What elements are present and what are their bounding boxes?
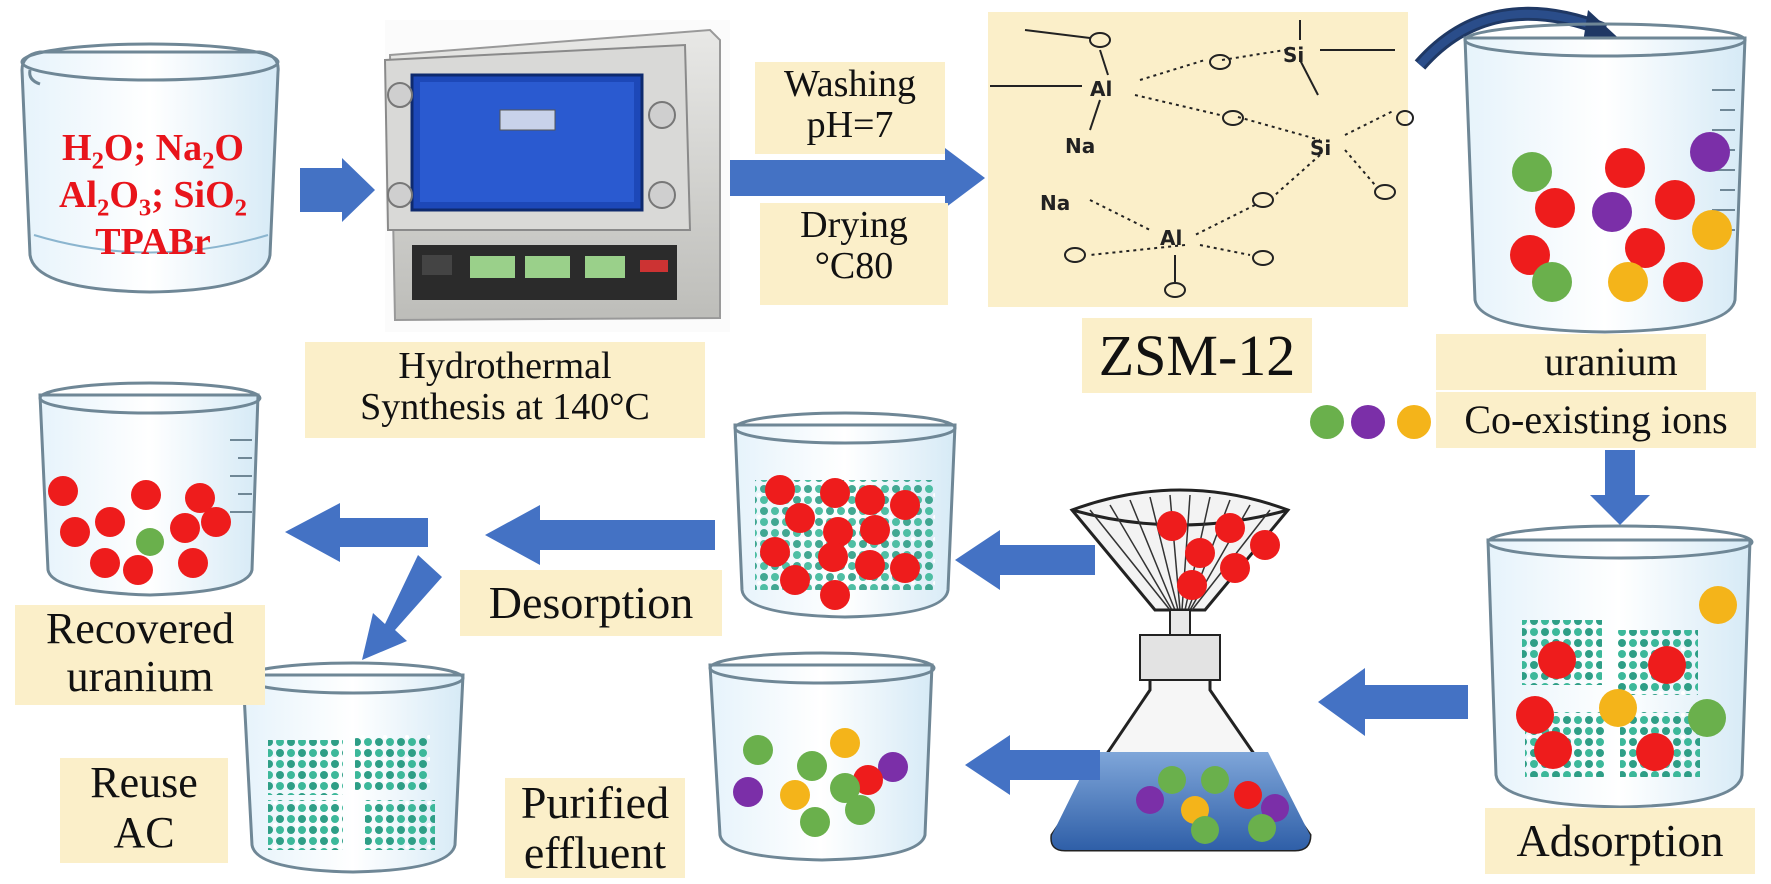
- adsorption-beaker-icon: [1486, 524, 1754, 809]
- atom-na-label: Na: [1065, 134, 1095, 158]
- process-arrow-icon: [362, 555, 442, 660]
- legend-ions-label: Co-existing ions: [1436, 392, 1756, 448]
- zsm12-label: ZSM-12: [1082, 318, 1312, 393]
- atom-al-label: Al: [1160, 226, 1182, 250]
- mixed-ions-beaker-icon: [1463, 22, 1747, 334]
- adsorption-label: Adsorption: [1485, 808, 1755, 874]
- precursor-line-1: H2O; Na2O: [62, 127, 244, 175]
- precursor-formulas: H2O; Na2O Al2O3; SiO2 TPABr: [28, 127, 278, 263]
- drying-label: Drying°C80: [760, 203, 948, 305]
- process-arrow-icon: [730, 148, 985, 208]
- loaded-adsorbent-beaker-icon: [733, 411, 957, 619]
- zsm12-structure-diagram: Al Si Si Al Na Na: [988, 12, 1414, 307]
- desorption-label: Desorption: [460, 570, 722, 636]
- purified-effluent-beaker-icon: [708, 651, 936, 862]
- precursor-beaker-icon: [20, 42, 280, 294]
- process-arrow-icon: [1318, 668, 1468, 736]
- process-arrow-icon: [285, 503, 428, 562]
- precursor-line-2: Al2O3; SiO2: [59, 173, 247, 222]
- recovered-uranium-beaker-icon: [38, 381, 262, 597]
- legend-uranium-label: uranium: [1436, 334, 1706, 390]
- atom-si-label: Si: [1283, 43, 1304, 67]
- uranium-ions: [1510, 148, 1703, 302]
- process-arrow-icon: [965, 735, 1100, 795]
- process-arrow-icon: [1590, 450, 1650, 525]
- atom-si-label: Si: [1310, 136, 1331, 160]
- atom-na-label: Na: [1040, 191, 1070, 215]
- reuse-adsorbent-beaker-icon: [241, 661, 465, 874]
- atom-al-label: Al: [1090, 77, 1112, 101]
- co-existing-ions: [1512, 132, 1732, 302]
- process-arrow-icon: [300, 158, 375, 222]
- erlenmeyer-flask-icon: [1050, 609, 1312, 852]
- filter-funnel-icon: [1069, 488, 1291, 612]
- muffle-furnace-icon: [383, 20, 730, 332]
- precursor-line-3: TPABr: [95, 220, 211, 263]
- process-arrow-icon: [955, 530, 1095, 590]
- legend-ion-dots: [1310, 405, 1431, 439]
- process-arrow-icon: [485, 505, 715, 565]
